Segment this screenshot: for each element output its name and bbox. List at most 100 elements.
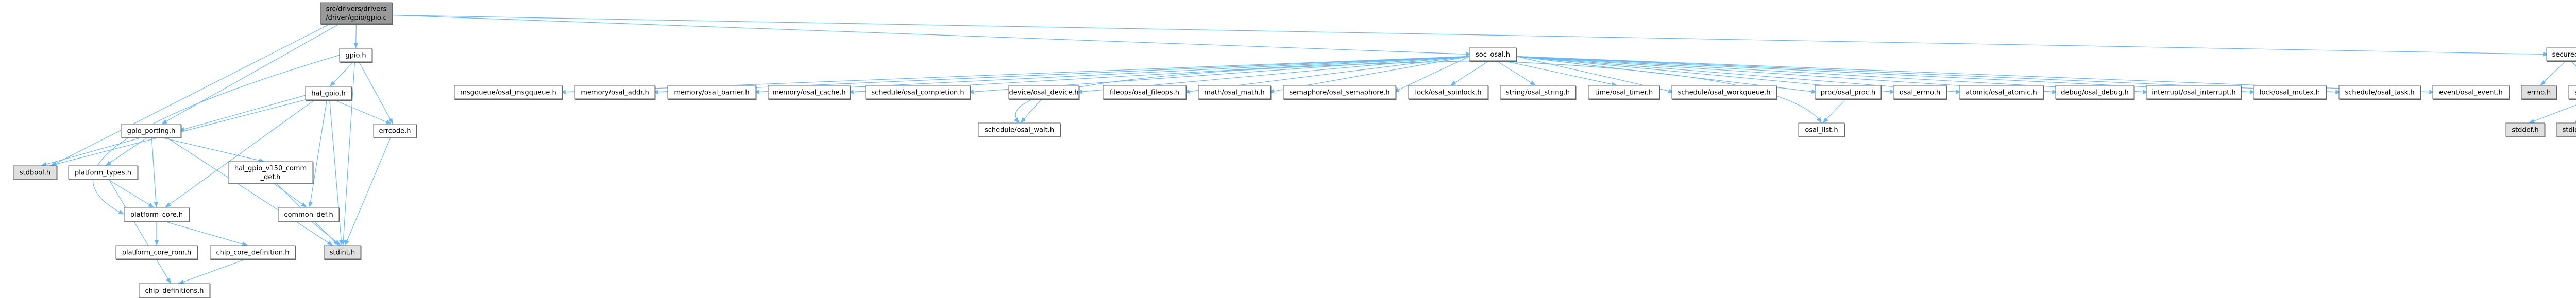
node-label: securectype.h [2574, 89, 2576, 97]
node-label: semaphore/osal_semaphore.h [1289, 89, 1389, 97]
edge-soc_osal-to-osal_wait [1014, 60, 1483, 124]
node-soc-osal[interactable]: soc_osal.h [1469, 47, 1517, 62]
node-box [1798, 122, 1845, 137]
node-securectype[interactable]: securectype.h [2568, 85, 2576, 100]
node-gpio-porting[interactable]: gpio_porting.h [121, 124, 182, 138]
node-atomic[interactable]: atomic/osal_atomic.h [1959, 85, 2044, 100]
node-task[interactable]: schedule/osal_task.h [2338, 85, 2421, 100]
node-label: debug/osal_debug.h [2061, 89, 2129, 97]
node-addr[interactable]: memory/osal_addr.h [574, 85, 656, 100]
edge-securectype-to-stddef [2529, 104, 2576, 124]
node-workqueue[interactable]: schedule/osal_workqueue.h [1671, 85, 1777, 100]
node-label: time/osal_timer.h [1595, 89, 1653, 97]
edge-soc_osal-to-spinlock [1450, 60, 1489, 86]
node-box [1815, 85, 1882, 99]
edge-platform_core-to-chip_core_def [164, 221, 248, 247]
node-debug[interactable]: debug/osal_debug.h [2055, 85, 2135, 100]
node-securec[interactable]: securec.h [2546, 47, 2576, 62]
node-platform-core-rom[interactable]: platform_core_rom.h [115, 245, 198, 260]
node-box [2055, 85, 2134, 99]
node-device[interactable]: device/osal_device.h [1008, 85, 1080, 100]
node-completion[interactable]: schedule/osal_completion.h [865, 85, 971, 100]
node-label: memory/osal_cache.h [772, 89, 845, 97]
edge-gpio_c-to-stdbool [50, 23, 331, 166]
node-box [124, 207, 190, 222]
node-proc[interactable]: proc/osal_proc.h [1815, 85, 1882, 100]
node-platform-core[interactable]: platform_core.h [124, 207, 190, 222]
node-box [1469, 47, 1517, 61]
edge-gpio_porting-to-platform_core [151, 137, 159, 208]
node-msgqueue[interactable]: msgqueue/osal_msgqueue.h [454, 85, 563, 100]
node-label: src/drivers/drivers [326, 6, 387, 13]
node-label: event/osal_event.h [2439, 89, 2503, 97]
node-errcode[interactable]: errcode.h [373, 124, 417, 138]
node-interrupt[interactable]: interrupt/osal_interrupt.h [2146, 85, 2242, 100]
node-label: securec.h [2552, 51, 2576, 59]
edge-gpio_h-to-hal_gpio [329, 61, 354, 87]
edge-gpio_porting-to-stdbool [41, 137, 142, 167]
node-label: stdint.h [330, 249, 355, 257]
node-box [1283, 85, 1396, 99]
node-box [324, 245, 361, 259]
node-errno: errno.h [2521, 85, 2557, 100]
node-semaphore[interactable]: semaphore/osal_semaphore.h [1283, 85, 1397, 100]
node-label: gpio.h [345, 52, 366, 60]
node-math[interactable]: math/osal_math.h [1198, 85, 1272, 100]
node-chip-defs[interactable]: chip_definitions.h [139, 283, 211, 298]
node-chip-core-def[interactable]: chip_core_definition.h [210, 245, 296, 260]
node-timer[interactable]: time/osal_timer.h [1588, 85, 1660, 100]
node-hal-v150[interactable]: hal_gpio_v150_comm_def.h [228, 161, 314, 184]
node-box [978, 122, 1061, 137]
node-label: schedule/osal_workqueue.h [1677, 89, 1770, 97]
node-box [1588, 85, 1660, 99]
node-box [454, 85, 563, 99]
node-box [1893, 85, 1947, 99]
node-box [2146, 85, 2242, 99]
node-errno-osal[interactable]: osal_errno.h [1893, 85, 1947, 100]
node-cache[interactable]: memory/osal_cache.h [768, 85, 851, 100]
node-label: schedule/osal_task.h [2345, 89, 2414, 97]
node-label: device/osal_device.h [1009, 89, 1079, 97]
node-label: osal_errno.h [1900, 89, 1940, 97]
node-label: _def.h [260, 173, 281, 181]
node-common-def[interactable]: common_def.h [278, 207, 340, 222]
node-label: stdio.h [2563, 127, 2576, 134]
node-label: hal_gpio_v150_comm [234, 165, 307, 172]
edge-chip_core_def-to-chip_defs [178, 258, 247, 284]
node-box [68, 165, 138, 180]
node-box [278, 207, 340, 222]
node-osal-wait[interactable]: schedule/osal_wait.h [978, 122, 1061, 137]
edge-gpio_h-to-errcode [359, 61, 394, 125]
edge-securec-to-errno [2540, 60, 2566, 86]
node-box [373, 124, 417, 138]
node-gpio-h[interactable]: gpio.h [339, 48, 373, 63]
node-label: string/osal_string.h [1506, 89, 1570, 97]
node-label: errcode.h [379, 128, 411, 135]
node-event[interactable]: event/osal_event.h [2432, 85, 2510, 100]
edge-soc_osal-to-string_osal [1496, 60, 1536, 86]
node-platform-types[interactable]: platform_types.h [68, 165, 139, 180]
node-box [210, 245, 296, 259]
edges-layer [41, 14, 2576, 284]
node-fileops[interactable]: fileops/osal_fileops.h [1103, 85, 1187, 100]
node-osal-list[interactable]: osal_list.h [1798, 122, 1845, 137]
node-box [1103, 85, 1187, 99]
node-hal-gpio[interactable]: hal_gpio.h [305, 86, 352, 101]
edge-securec-to-securectype [2570, 60, 2576, 66]
edge-gpio_h-to-stdint [341, 61, 355, 246]
node-box [1198, 85, 1271, 99]
node-string-osal[interactable]: string/osal_string.h [1500, 85, 1577, 100]
node-label: lock/osal_spinlock.h [1415, 89, 1482, 97]
node-barrier[interactable]: memory/osal_barrier.h [667, 85, 757, 100]
node-mutex[interactable]: lock/osal_mutex.h [2253, 85, 2327, 100]
node-label: fileops/osal_fileops.h [1110, 89, 1179, 97]
node-spinlock[interactable]: lock/osal_spinlock.h [1408, 85, 1489, 100]
edge-hal_gpio-to-stdint [329, 99, 344, 246]
edge-platform_types-to-chip_defs [108, 179, 172, 284]
edge-gpio_c-to-gpio_h [353, 23, 359, 49]
node-stddef: stddef.h [2505, 122, 2546, 137]
node-gpio-c: src/drivers/drivers/driver/gpio/gpio.c [320, 2, 393, 25]
node-box [139, 283, 210, 298]
node-box [2556, 122, 2576, 137]
